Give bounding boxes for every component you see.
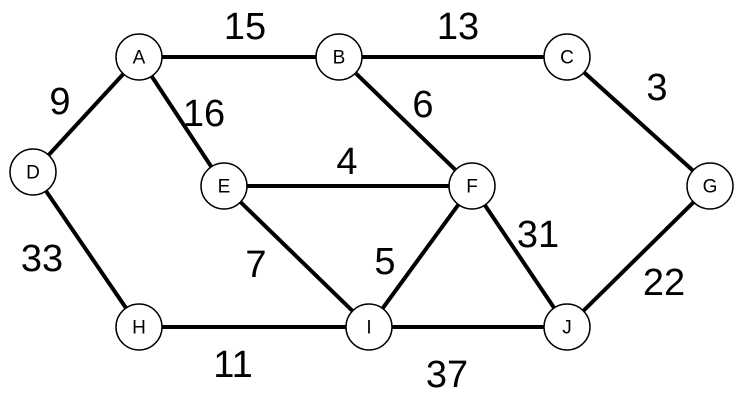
edge-f-i bbox=[367, 184, 474, 329]
node-circle bbox=[315, 33, 363, 81]
edge-d-h bbox=[31, 170, 141, 329]
weights-layer: 15 13 3 9 16 6 4 33 7 5 31 22 11 37 bbox=[21, 6, 685, 396]
edge-weight-i-j: 37 bbox=[426, 354, 468, 396]
node-g: G bbox=[686, 162, 734, 210]
node-label: I bbox=[366, 318, 371, 339]
edge-a-e bbox=[137, 55, 226, 188]
edge-weight-c-g: 3 bbox=[646, 67, 667, 109]
edge-weight-d-h: 33 bbox=[21, 238, 63, 280]
node-circle bbox=[200, 162, 248, 210]
node-h: H bbox=[115, 303, 163, 351]
edge-e-i bbox=[222, 184, 371, 329]
node-circle bbox=[9, 148, 57, 196]
edge-weight-e-f: 4 bbox=[336, 141, 357, 183]
edge-weight-g-j: 22 bbox=[643, 262, 685, 304]
edge-f-j bbox=[470, 184, 569, 329]
edge-weight-a-b: 15 bbox=[224, 6, 266, 48]
node-j: J bbox=[543, 303, 591, 351]
node-label: J bbox=[562, 318, 572, 339]
node-circle bbox=[115, 33, 163, 81]
edge-b-f bbox=[337, 55, 474, 188]
edge-weight-e-i: 7 bbox=[245, 244, 266, 286]
node-e: E bbox=[200, 162, 248, 210]
node-circle bbox=[345, 303, 393, 351]
node-label: F bbox=[466, 177, 478, 198]
node-circle bbox=[448, 162, 496, 210]
edge-weight-h-i: 11 bbox=[213, 344, 252, 386]
node-label: D bbox=[26, 163, 40, 184]
edges-layer bbox=[31, 55, 712, 329]
edge-weight-a-e: 16 bbox=[183, 93, 225, 135]
edge-weight-b-c: 13 bbox=[437, 6, 479, 48]
edge-a-d bbox=[31, 55, 141, 174]
node-label: C bbox=[560, 48, 574, 69]
edge-weight-b-f: 6 bbox=[412, 84, 433, 126]
node-label: H bbox=[132, 318, 146, 339]
edge-weight-f-j: 31 bbox=[517, 214, 559, 256]
node-label: B bbox=[333, 48, 346, 69]
node-i: I bbox=[345, 303, 393, 351]
node-label: A bbox=[133, 48, 146, 69]
node-a: A bbox=[115, 33, 163, 81]
node-d: D bbox=[9, 148, 57, 196]
node-label: E bbox=[218, 177, 231, 198]
edge-weight-a-d: 9 bbox=[49, 81, 70, 123]
node-circle bbox=[543, 303, 591, 351]
node-b: B bbox=[315, 33, 363, 81]
edge-g-j bbox=[565, 184, 712, 329]
nodes-layer: A B C D E F G H I J bbox=[9, 33, 734, 351]
node-circle bbox=[686, 162, 734, 210]
edge-weight-f-i: 5 bbox=[374, 241, 395, 283]
node-c: C bbox=[543, 33, 591, 81]
node-circle bbox=[543, 33, 591, 81]
node-label: G bbox=[703, 177, 718, 198]
node-circle bbox=[115, 303, 163, 351]
node-f: F bbox=[448, 162, 496, 210]
edge-c-g bbox=[565, 55, 712, 188]
